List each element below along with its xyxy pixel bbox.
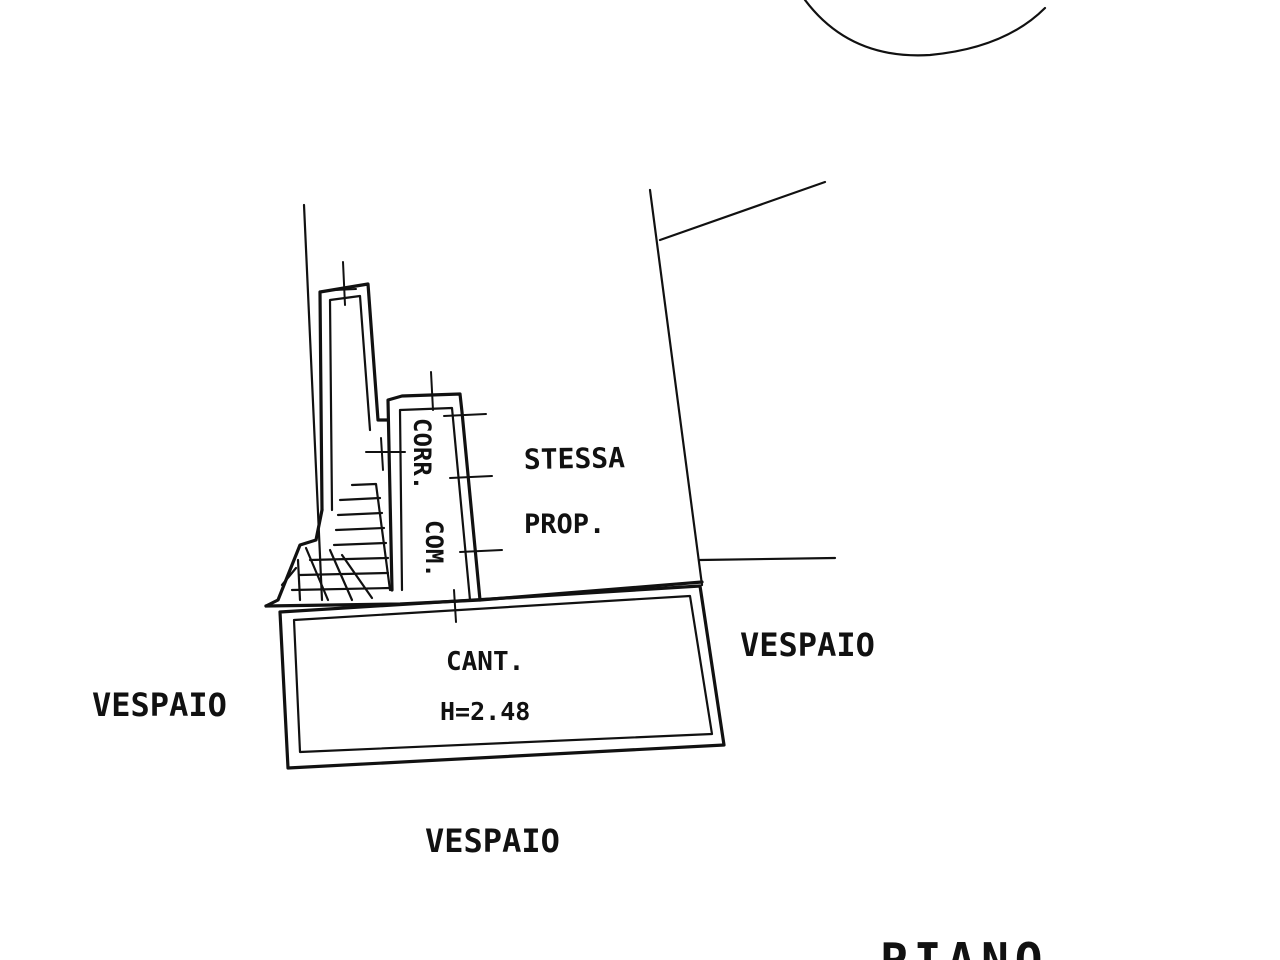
left-boundary-line [302, 203, 324, 602]
label-cant: CANT. [446, 647, 524, 677]
common-corridor [386, 371, 503, 623]
north-circle-arc [803, 0, 1047, 57]
cellar-room [278, 584, 726, 770]
property-lines [302, 180, 837, 602]
label-vespaio-right: VESPAIO [740, 626, 875, 664]
label-vespaio-left: VESPAIO [92, 686, 227, 724]
label-corr: CORR. [408, 418, 436, 490]
label-height: H=2.48 [440, 697, 530, 726]
right-horizontal-line [698, 556, 837, 562]
staircase [264, 482, 392, 608]
diagonal-boundary-line [658, 180, 827, 242]
corridor-tower [318, 261, 406, 512]
label-com: COM. [420, 520, 448, 578]
label-prop: PROP. [524, 509, 605, 540]
label-stessa: STESSA [524, 441, 626, 476]
label-piano: PIANO [880, 933, 1048, 960]
right-boundary-line [648, 188, 704, 587]
dividing-wall [264, 580, 704, 608]
label-vespaio-bottom: VESPAIO [425, 822, 560, 860]
